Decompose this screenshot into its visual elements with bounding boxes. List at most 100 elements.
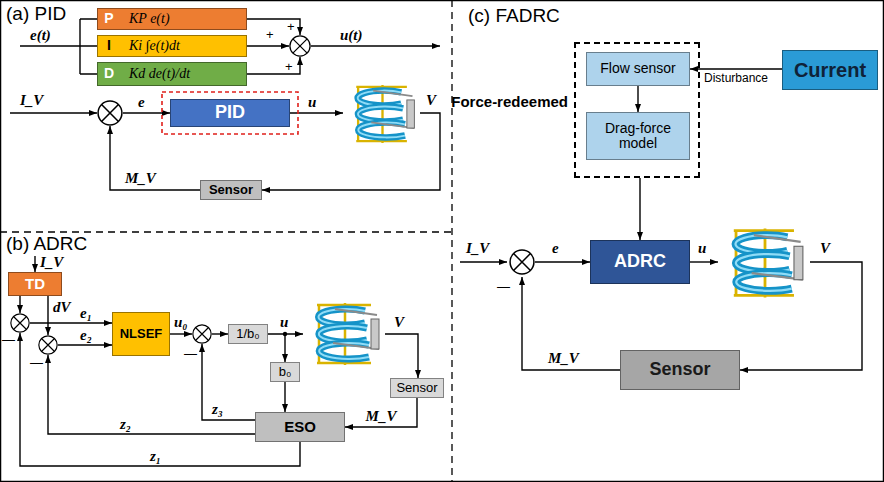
box-formula: Ki ∫e(t)dt: [129, 38, 180, 53]
controller-box: ADRC: [590, 240, 690, 284]
signal-label: V: [394, 314, 404, 331]
box-formula: KP e(t): [129, 11, 170, 26]
sum-junction: [11, 314, 29, 332]
sign-label: +: [266, 28, 274, 42]
sign-label: +: [285, 60, 293, 74]
signal-arrow: [690, 68, 782, 69]
source-box: Current: [782, 50, 878, 90]
signal-wire: [535, 261, 590, 262]
sign-label: +: [287, 20, 295, 34]
signal-label: u: [280, 314, 288, 331]
junction-dot: [283, 332, 287, 336]
signal-wire: [48, 355, 255, 434]
signal-wire: [110, 126, 200, 190]
box-label: Current: [794, 59, 866, 81]
signal-wire: [385, 334, 418, 378]
group-box: Force-redeemedFlow sensorDrag-force mode…: [574, 42, 700, 178]
signal-wire: [10, 112, 97, 113]
junction-dot: [283, 332, 287, 336]
gain-box: DKd de(t)/dt: [97, 62, 247, 86]
signal-wire: [34, 256, 35, 272]
sign-label: —: [184, 347, 197, 361]
observer-box: ESO: [255, 412, 345, 442]
box-label: PID: [215, 103, 245, 123]
box-label: Drag-force model: [590, 121, 686, 152]
box-label: Sensor: [209, 183, 253, 197]
signal-wire: [47, 296, 48, 335]
panel-frame: [451, 0, 452, 482]
signal-label: I_V: [20, 92, 43, 109]
edge-label: Disturbance: [702, 72, 770, 85]
sum-junction: [193, 325, 211, 343]
sum-junction: [39, 336, 57, 354]
signal-wire: [690, 261, 718, 262]
process-box: TD: [8, 272, 62, 296]
signal-wire: [202, 344, 255, 420]
process-box: Drag-force model: [586, 112, 690, 160]
robot-illustration: [317, 85, 803, 365]
signal-wire: [460, 261, 507, 262]
gain-box: P KP e(t): [97, 8, 247, 30]
signal-wire: [20, 19, 97, 74]
signal-label: M_V: [548, 350, 579, 367]
signal-label: u₀: [174, 314, 188, 331]
process-box: Flow sensor: [586, 52, 690, 86]
signal-label: u(t): [340, 27, 363, 44]
panel-frame: [0, 231, 452, 232]
gain-box: I Ki ∫e(t)dt: [97, 35, 247, 57]
signal-wire: [522, 277, 620, 370]
box-label: b₀: [279, 365, 292, 379]
robot-illustration: [734, 228, 803, 297]
signal-arrow: [639, 178, 640, 240]
sum-junction: [290, 36, 310, 56]
sensor-box: Sensor: [620, 350, 740, 390]
box-label: ADRC: [614, 252, 666, 272]
sum-junction: [98, 101, 122, 125]
signal-wire: [30, 322, 112, 323]
signal-label: e(t): [30, 27, 51, 44]
box-label: 1/b₀: [236, 327, 259, 341]
signal-label: z₂: [120, 416, 131, 433]
signal-label: e₂: [80, 327, 92, 344]
sign-label: —: [30, 356, 43, 370]
signal-label: z₃: [212, 401, 223, 418]
signal-arrow: [284, 382, 285, 412]
signal-label: e₁: [80, 305, 92, 322]
box-label: D: [101, 66, 117, 81]
signal-label: V: [426, 92, 436, 109]
box-label: TD: [25, 276, 45, 293]
signal-label: u: [308, 94, 316, 111]
signal-wire: [10, 19, 862, 466]
signal-wire: [19, 296, 20, 313]
box-label: P: [101, 11, 117, 26]
process-box: NLSEF: [112, 312, 170, 356]
gain-box: b₀: [270, 362, 300, 382]
sensor-box: Sensor: [200, 180, 262, 200]
box-label: Sensor: [396, 381, 437, 395]
signal-label: e: [552, 240, 559, 257]
signal-label: dV: [53, 299, 71, 316]
box-label: I: [101, 38, 117, 53]
signal-wire: [170, 333, 192, 334]
controller-box: PID: [170, 99, 290, 127]
box-label: NLSEF: [120, 327, 163, 341]
pid-highlight-box: [162, 92, 298, 134]
signal-label: u: [698, 240, 706, 257]
signal-label: I_V: [466, 240, 489, 257]
panel-title: (c) FADRC: [468, 6, 560, 27]
robot-illustration: [317, 303, 379, 365]
signal-label: z₁: [150, 448, 161, 465]
panel-title: (b) ADRC: [6, 234, 87, 255]
signal-wire: [247, 57, 300, 74]
sign-label: —: [497, 280, 510, 294]
edge-label: M_V: [364, 408, 399, 425]
box-label: Flow sensor: [600, 61, 675, 76]
signal-wire: [123, 112, 170, 113]
signal-label: I_V: [40, 254, 63, 271]
signal-wire: [58, 344, 112, 345]
sum-junction: [11, 36, 534, 354]
sensor-box: Sensor: [390, 378, 444, 398]
